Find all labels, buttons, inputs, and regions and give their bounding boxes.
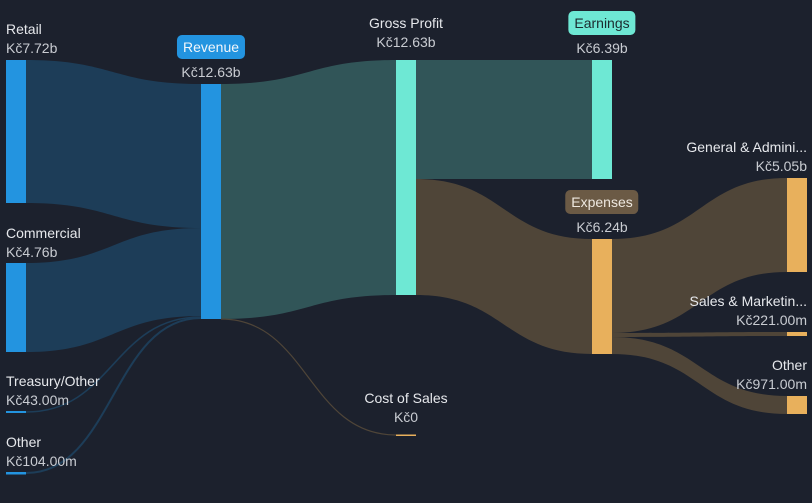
badge-revenue: Revenue [176,35,246,59]
value-other-in: Kč104.00m [6,453,77,469]
node-treasury[interactable] [6,411,26,413]
value-other-out: Kč971.00m [736,376,807,392]
link-retail-revenue [26,60,201,228]
link-grossprofit-earnings [416,60,592,179]
node-gross-profit[interactable] [396,60,416,295]
node-earnings[interactable] [592,60,612,179]
link-grossprofit-expenses [416,179,592,354]
node-revenue[interactable] [201,84,221,319]
node-commercial[interactable] [6,263,26,352]
value-revenue: Kč12.63b [181,64,241,80]
badge-earnings: Earnings [568,11,636,35]
value-expenses: Kč6.24b [576,219,628,235]
links [25,60,787,474]
label-sm: Sales & Marketin... [689,293,808,309]
link-expenses-other [612,337,787,414]
label-gross-profit: Gross Profit [369,15,443,31]
value-sm: Kč221.00m [736,312,807,328]
link-other-revenue [25,317,202,474]
nodes [6,60,807,475]
value-treasury: Kč43.00m [6,392,70,408]
node-retail[interactable] [6,60,26,203]
label-retail: Retail [6,21,42,37]
label-other-out: Other [771,357,807,373]
node-other-out[interactable] [787,396,807,414]
value-cost-of-sales: Kč0 [393,409,419,425]
value-ga: Kč5.05b [755,158,807,174]
value-commercial: Kč4.76b [6,244,58,260]
link-commercial-revenue [26,228,201,352]
link-treasury-revenue [25,316,202,413]
label-cost-of-sales: Cost of Sales [364,390,448,406]
node-ga[interactable] [787,178,807,272]
link-expenses-sm [612,332,787,337]
label-other-in: Other [6,434,42,450]
node-cost-of-sales[interactable] [396,434,416,437]
link-revenue-grossprofit [221,60,396,319]
label-commercial: Commercial [6,225,81,241]
badge-expenses: Expenses [565,190,639,214]
node-expenses[interactable] [592,239,612,354]
value-gross-profit: Kč12.63b [376,34,436,50]
label-ga: General & Admini... [686,139,807,155]
value-retail: Kč7.72b [6,40,58,56]
node-other-in[interactable] [6,472,26,475]
link-revenue-costofsales [220,318,397,436]
link-expenses-ga [612,178,787,333]
label-treasury: Treasury/Other [6,373,100,389]
node-sm[interactable] [787,332,807,336]
value-earnings: Kč6.39b [576,40,628,56]
